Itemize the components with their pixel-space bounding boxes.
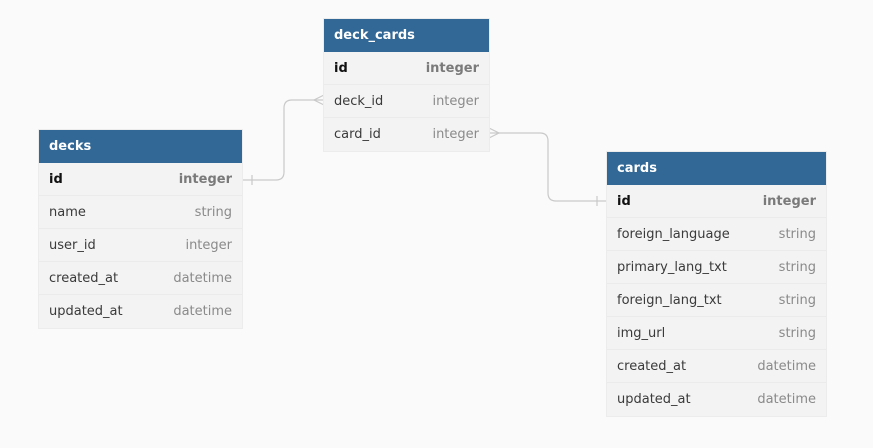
table-header[interactable]: cards (607, 152, 826, 185)
column-type: datetime (173, 271, 232, 286)
column-type: string (194, 205, 232, 220)
column-type: integer (178, 172, 232, 187)
table-row[interactable]: foreign_language string (607, 218, 826, 251)
column-name: foreign_lang_txt (617, 293, 722, 308)
column-name: user_id (49, 238, 96, 253)
column-name: deck_id (334, 94, 384, 109)
relation-deck-cards-cards (489, 132, 607, 202)
column-name: img_url (617, 326, 666, 341)
column-type: string (778, 260, 816, 275)
table-row[interactable]: created_at datetime (607, 350, 826, 383)
column-type: datetime (173, 304, 232, 319)
column-type: integer (425, 61, 479, 76)
table-row[interactable]: card_id integer (324, 118, 489, 151)
column-type: integer (432, 94, 479, 109)
column-list: id integer name string user_id integer created… (39, 163, 242, 328)
crow-foot-card-id (488, 127, 501, 139)
column-name: created_at (49, 271, 119, 286)
column-name: id (334, 61, 348, 76)
table-row[interactable]: id integer (39, 163, 242, 196)
crow-foot-deck-id (312, 94, 325, 106)
table-decks[interactable]: decks id integer name string user_id integer c… (39, 130, 242, 328)
column-name: name (49, 205, 86, 220)
column-type: datetime (757, 392, 816, 407)
column-name: primary_lang_txt (617, 260, 727, 275)
table-header[interactable]: decks (39, 130, 242, 163)
column-name: card_id (334, 127, 381, 142)
table-row[interactable]: user_id integer (39, 229, 242, 262)
table-row[interactable]: img_url string (607, 317, 826, 350)
column-type: string (778, 326, 816, 341)
column-name: created_at (617, 359, 687, 374)
column-type: string (778, 227, 816, 242)
column-name: updated_at (49, 304, 123, 319)
column-type: datetime (757, 359, 816, 374)
table-row[interactable]: created_at datetime (39, 262, 242, 295)
column-name: updated_at (617, 392, 691, 407)
column-type: integer (185, 238, 232, 253)
table-row[interactable]: name string (39, 196, 242, 229)
column-type: string (778, 293, 816, 308)
column-type: integer (432, 127, 479, 142)
table-row[interactable]: id integer (324, 52, 489, 85)
table-row[interactable]: primary_lang_txt string (607, 251, 826, 284)
table-row[interactable]: deck_id integer (324, 85, 489, 118)
relation-decks-deck-cards (242, 99, 324, 181)
column-name: foreign_language (617, 227, 730, 242)
table-header[interactable]: deck_cards (324, 19, 489, 52)
table-row[interactable]: updated_at datetime (39, 295, 242, 328)
table-row[interactable]: updated_at datetime (607, 383, 826, 416)
column-name: id (49, 172, 63, 187)
column-name: id (617, 194, 631, 209)
table-row[interactable]: foreign_lang_txt string (607, 284, 826, 317)
table-row[interactable]: id integer (607, 185, 826, 218)
column-type: integer (762, 194, 816, 209)
